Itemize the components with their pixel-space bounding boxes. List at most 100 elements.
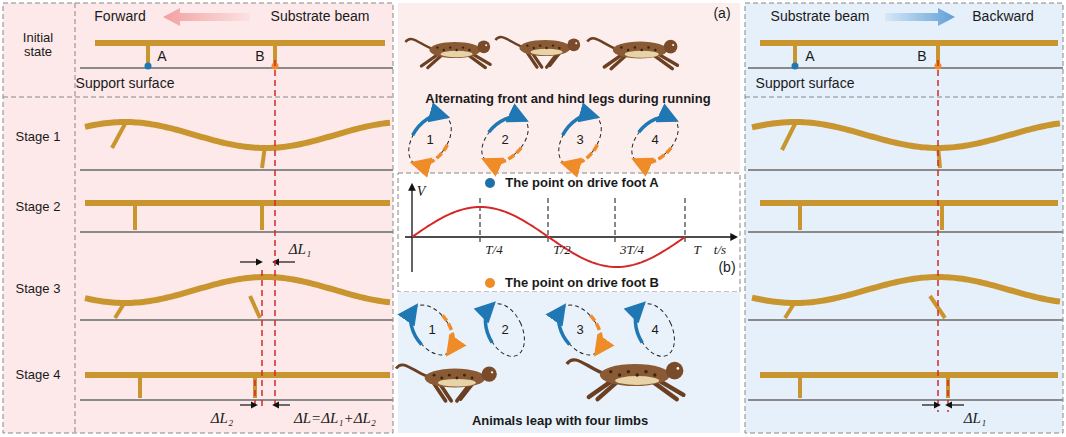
- animal-tail: [396, 365, 426, 376]
- gait-ellipse: [478, 297, 532, 362]
- gait-ellipse: [550, 297, 610, 362]
- text-label: Animals leap with four limbs: [472, 414, 648, 428]
- animal-spot: [636, 373, 639, 376]
- tick-line: [615, 198, 616, 242]
- animal-head: [567, 38, 580, 51]
- animal-leg: [468, 55, 486, 68]
- foot-point: [145, 63, 152, 70]
- support-surface: [748, 319, 1063, 321]
- text-label: B: [255, 49, 264, 64]
- axis: [405, 236, 735, 237]
- drive-foot: [798, 206, 802, 230]
- animal-belly: [615, 376, 659, 385]
- gait-ellipse: [623, 108, 687, 172]
- gait-cycle: [402, 297, 463, 363]
- animal-leg: [653, 382, 677, 400]
- motion-arrow: [628, 307, 654, 343]
- animal-figure: [495, 37, 580, 67]
- dimension-arrow: [922, 404, 938, 405]
- gait-cycle: [627, 297, 682, 362]
- animal-figure: [587, 38, 677, 68]
- animal-spot: [455, 377, 458, 380]
- text-label: Stage 2: [16, 200, 61, 214]
- dimension-arrow: [240, 404, 255, 405]
- animal-eye: [677, 367, 680, 370]
- tick-line: [480, 198, 481, 242]
- graph-panel: [398, 173, 740, 292]
- animal-spot: [653, 373, 656, 376]
- animal-leg: [654, 55, 673, 69]
- gait-ellipse: [400, 107, 460, 172]
- animal-head: [477, 40, 490, 53]
- animal-body: [519, 40, 570, 56]
- animal-tail: [405, 39, 431, 48]
- axis: [411, 186, 412, 272]
- reference-line: [274, 60, 276, 410]
- text-label: Stage 1: [16, 130, 61, 144]
- text-label: Stage 3: [16, 282, 61, 296]
- motion-arrow: [402, 310, 432, 345]
- animal-spot: [640, 49, 643, 52]
- animal-spot: [443, 49, 445, 51]
- animal-spot: [440, 377, 443, 380]
- gait-cycle: [473, 108, 537, 172]
- reference-line: [261, 270, 263, 410]
- substrate-beam: [95, 40, 385, 46]
- text-label: t/s: [714, 243, 726, 257]
- panel-divider: [745, 97, 1063, 98]
- text-label: A: [157, 49, 166, 64]
- animal-spot: [455, 49, 457, 51]
- row-label: Initial state: [8, 31, 68, 60]
- animal-spot: [436, 46, 438, 48]
- text-label: (b): [718, 260, 735, 275]
- animal-tail: [567, 360, 602, 373]
- foot-point: [792, 63, 799, 70]
- animal-belly: [441, 51, 473, 57]
- text-label: T: [693, 243, 700, 257]
- dimension-arrow: [275, 261, 295, 262]
- drive-foot: [262, 146, 265, 168]
- animal-spot: [644, 370, 647, 373]
- animal-body: [613, 42, 667, 59]
- text-label: 3T/4: [620, 243, 644, 257]
- animal-spot: [618, 373, 621, 376]
- text-label: 3: [576, 323, 583, 337]
- motion-arrow: [478, 307, 504, 343]
- animal-leg: [598, 382, 618, 400]
- text-label: V: [417, 184, 426, 199]
- substrate-beam: [85, 122, 390, 148]
- dimension-arrow: [948, 404, 964, 405]
- gait-ellipse: [402, 297, 462, 362]
- support-surface: [748, 399, 1063, 401]
- animal-spot: [627, 49, 630, 52]
- foot-point: [485, 278, 495, 288]
- animal-spot: [462, 46, 464, 48]
- support-surface: [80, 319, 393, 321]
- drive-foot: [115, 302, 125, 318]
- animal-leg: [428, 55, 442, 68]
- animal-leg: [611, 55, 626, 69]
- text-label: ΔL₁: [289, 241, 311, 258]
- animal-spot: [433, 374, 436, 377]
- substrate-beam: [85, 200, 390, 206]
- gait-cycle: [550, 107, 611, 173]
- text-label: (a): [713, 6, 730, 21]
- animal-figure: [405, 39, 490, 68]
- text-label: 2: [501, 323, 508, 337]
- text-label: T/2: [553, 243, 570, 257]
- drive-foot: [133, 206, 137, 230]
- animal-spot: [558, 47, 560, 49]
- motion-arrow: [432, 315, 462, 350]
- text-label: Substrate beam: [271, 9, 370, 24]
- animal-body: [600, 364, 670, 386]
- text-label: 1: [426, 133, 433, 147]
- panel-divider: [3, 97, 393, 98]
- text-label: The point on drive foot A: [505, 176, 658, 190]
- animal-spot: [526, 44, 528, 46]
- animal-spot: [552, 44, 554, 46]
- tick-line: [685, 198, 686, 242]
- animal-belly: [625, 51, 659, 58]
- text-label: Alternating front and hind legs during r…: [425, 92, 710, 106]
- substrate-beam: [85, 372, 390, 378]
